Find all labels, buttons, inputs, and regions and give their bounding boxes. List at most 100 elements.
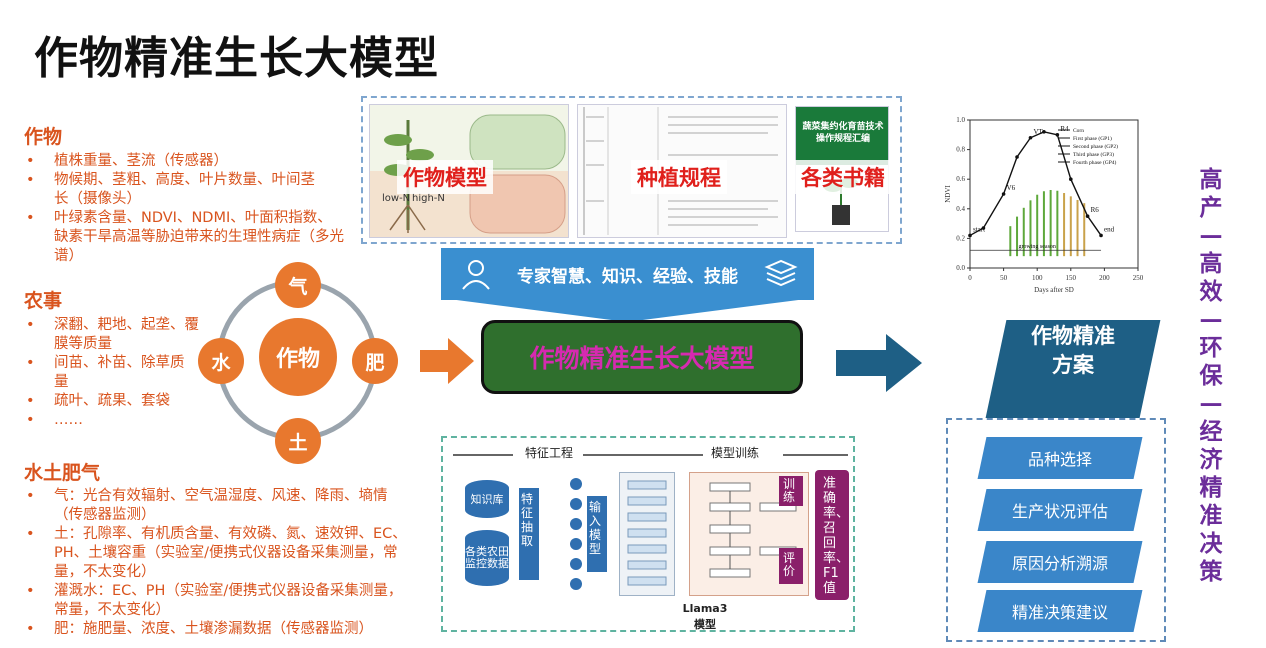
legend-label: First phase (GP1) <box>1073 135 1112 142</box>
planting-label: 种植规程 <box>631 160 727 194</box>
ndvi-point <box>981 226 986 230</box>
outcome-assessment: 生产状况评估 <box>977 489 1143 531</box>
ndvi-point <box>1085 214 1090 218</box>
sources-box: low-N high-N 作物模型 种植规程 蔬菜集约化育苗技术操作规程汇编 各… <box>361 96 902 244</box>
cycle-fertilizer: 肥 <box>352 338 398 384</box>
ndvi-point <box>1055 133 1060 137</box>
x-tick-label: 250 <box>1133 274 1144 282</box>
high-n-label: high-N <box>412 193 445 204</box>
x-tick-label: 50 <box>1000 274 1008 282</box>
y-tick-label: 0.4 <box>956 205 965 213</box>
legend-label: Third phase (GP3) <box>1073 151 1114 158</box>
stage-label: end <box>1104 225 1115 233</box>
ndvi-point <box>1069 177 1073 181</box>
ndvi-point <box>1015 155 1019 159</box>
ndvi-point <box>1042 130 1046 134</box>
input-model-label: 输入模型 <box>589 500 602 556</box>
page-title: 作物精准生长大模型 <box>34 33 439 84</box>
cycle-air: 气 <box>275 262 321 308</box>
y-tick-label: 0.2 <box>956 234 965 242</box>
evaluate-label: 评价 <box>783 551 796 578</box>
core-model-box: 作物精准生长大模型 <box>481 320 803 394</box>
core-model-label: 作物精准生长大模型 <box>529 344 755 373</box>
list-item: 间苗、补苗、除草质量 <box>24 354 194 392</box>
list-item: 植株重量、茎流（传感器） <box>24 152 414 171</box>
x-tick-label: 0 <box>968 274 972 282</box>
training-box: 特征工程 模型训练 知识库 各类农田监控数据 特征抽取 输入模型 训练 评价 准… <box>441 436 855 632</box>
ndvi-line <box>969 131 1102 237</box>
list-item: 肥：施肥量、浓度、土壤渗漏数据（传感器监测） <box>24 620 414 639</box>
outcome-decision: 精准决策建议 <box>977 590 1143 632</box>
low-n-label: low-N <box>382 193 411 204</box>
list-item: 灌溉水：EC、PH（实验室/便携式仪器设备采集测量，常量，不太变化） <box>24 582 414 620</box>
books-stack-icon <box>764 259 798 287</box>
ndvi-point <box>968 233 972 238</box>
goals-text: 高产—高效—环保—经济精准决策 <box>1199 167 1223 585</box>
list-item: 土：孔隙率、有机质含量、有效磷、氮、速效钾、EC、PH、土壤容重（实验室/便携式… <box>24 525 414 582</box>
x-tick-label: 100 <box>1032 274 1043 282</box>
expert-text: 专家智慧、知识、经验、技能 <box>517 266 738 287</box>
list-item: 物候期、茎粗、高度、叶片数量、叶间茎长（摄像头） <box>24 171 324 209</box>
books-label: 各类书籍 <box>795 160 891 194</box>
stage-label: start <box>973 225 985 233</box>
soil-heading: 水土肥气 <box>24 462 101 484</box>
x-tick-label: 150 <box>1066 274 1077 282</box>
stage-label: V6 <box>1007 184 1016 192</box>
expert-banner: 专家智慧、知识、经验、技能 <box>441 248 814 300</box>
list-item: …… <box>24 411 224 430</box>
plan-label: 作物精准方案 <box>1031 324 1115 377</box>
soil-section: 水土肥气 气：光合有效辐射、空气温湿度、风速、降雨、墒情（传感器监测） 土：孔隙… <box>24 458 424 639</box>
monitor-data: 各类农田监控数据 <box>465 530 509 586</box>
feature-dots <box>570 478 582 590</box>
ndvi-point <box>1099 233 1103 238</box>
y-tick-label: 0.8 <box>956 146 965 154</box>
cycle-center: 作物 <box>259 318 337 396</box>
x-axis-label: Days after SD <box>1034 286 1074 294</box>
x-tick-label: 200 <box>1099 274 1110 282</box>
stage-label: R6 <box>1091 206 1100 214</box>
list-item: 疏叶、疏果、套袋 <box>24 392 224 411</box>
llama-arch-left <box>619 472 675 596</box>
outcome-variety: 品种选择 <box>977 437 1143 479</box>
cycle-water: 水 <box>198 338 244 384</box>
orange-arrow-icon <box>420 338 474 384</box>
ndvi-point <box>1001 192 1006 196</box>
stage-label: VT <box>1033 128 1043 136</box>
ndvi-point <box>1028 135 1033 140</box>
y-tick-label: 1.0 <box>956 116 965 124</box>
feature-extract-label: 特征抽取 <box>521 492 534 548</box>
model-train-label: 模型训练 <box>710 446 759 460</box>
crop-heading: 作物 <box>24 126 63 148</box>
farming-heading: 农事 <box>24 290 63 312</box>
list-item: 深翻、耙地、起垄、覆膜等质量 <box>24 316 204 354</box>
y-tick-label: 0.6 <box>956 175 965 183</box>
chart-frame <box>969 119 1139 269</box>
user-icon <box>462 260 490 290</box>
farming-section: 农事 深翻、耙地、起垄、覆膜等质量 间苗、补苗、除草质量 疏叶、疏果、套袋 …… <box>24 286 224 430</box>
legend-label: Second phase (GP2) <box>1073 143 1118 150</box>
cycle-soil: 土 <box>275 418 321 464</box>
llama-label: Llama3 <box>682 602 728 615</box>
outcomes-box <box>946 418 1166 642</box>
crop-section: 作物 植株重量、茎流（传感器） 物候期、茎粗、高度、叶片数量、叶间茎长（摄像头）… <box>24 122 414 266</box>
metrics-label: 准确率、召回率、F1值 <box>823 476 850 596</box>
legend-label: Fourth phase (GP4) <box>1073 159 1117 166</box>
y-axis-label: NDVI <box>944 185 952 203</box>
stage-label: R4 <box>1060 125 1069 133</box>
right-arrow-icon <box>836 334 922 392</box>
crop-model-label: 作物模型 <box>397 160 493 194</box>
knowledge-base: 知识库 <box>465 480 509 518</box>
book-title: 蔬菜集约化育苗技术操作规程汇编 <box>802 122 884 144</box>
outcome-root-cause: 原因分析溯源 <box>977 541 1143 583</box>
list-item: 叶绿素含量、NDVI、NDMI、叶面积指数、缺素干旱高温等胁迫带来的生理性病症（… <box>24 209 344 266</box>
list-item: 气：光合有效辐射、空气温湿度、风速、降雨、墒情（传感器监测） <box>24 487 414 525</box>
y-tick-label: 0.0 <box>956 264 965 272</box>
feature-eng-label: 特征工程 <box>524 446 573 460</box>
llama-sub-label: 模型 <box>694 618 716 631</box>
legend-label: Corn <box>1073 128 1084 134</box>
train-label: 训练 <box>783 477 796 504</box>
season-label: growing season <box>1018 244 1055 250</box>
planting-doc-image <box>577 104 787 238</box>
